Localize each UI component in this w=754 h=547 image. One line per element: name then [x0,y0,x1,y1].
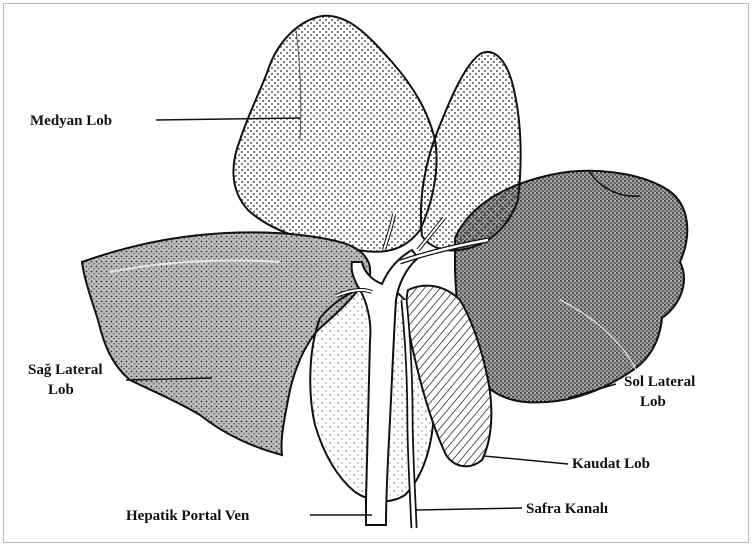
label-kaudat-lob: Kaudat Lob [572,456,650,472]
medyan-lob-left [233,16,436,252]
label-sol-lateral-lob-line1: Sol Lateral [624,374,695,390]
label-safra-kanali: Safra Kanalı [526,501,608,517]
label-sag-lateral-lob-line2: Lob [48,382,74,398]
leader-kaudat-lob [484,456,568,464]
label-medyan-lob: Medyan Lob [30,113,112,129]
label-sol-lateral-lob-line2: Lob [640,394,666,410]
label-hepatik-portal-ven: Hepatik Portal Ven [126,508,250,524]
medyan-lob-right [421,52,521,251]
leader-safra-kanali [416,508,522,510]
label-sag-lateral-lob-line1: Sağ Lateral [28,362,103,378]
